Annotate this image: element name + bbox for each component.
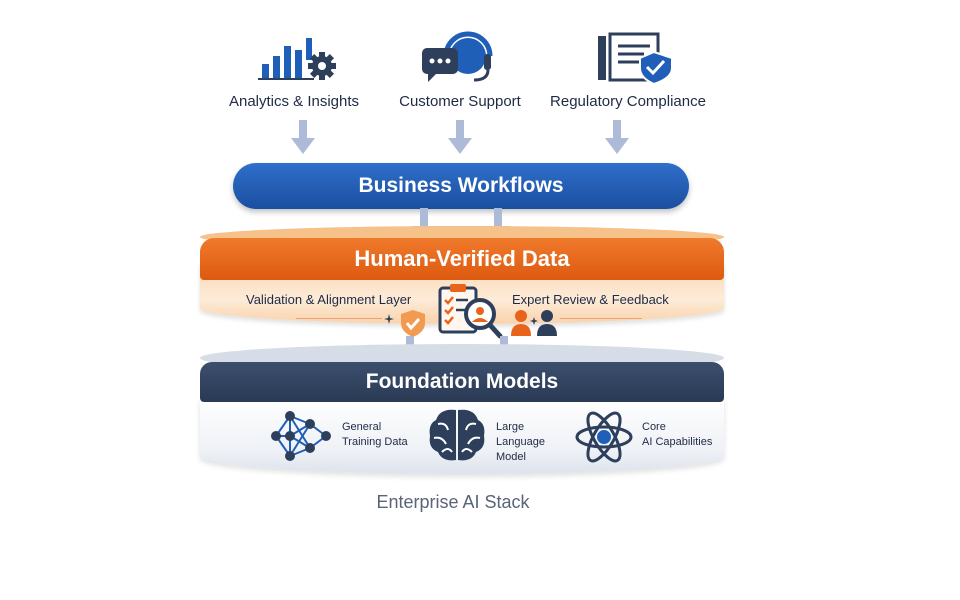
source-label-analytics: Analytics & Insights [228,93,360,110]
human-verified-band: Human-Verified Data [200,238,724,280]
validation-alignment-label: Validation & Alignment Layer [246,292,412,307]
down-arrow-icon [448,120,472,154]
foundation-band: Foundation Models [200,362,724,402]
business-workflows-bar: Business Workflows [233,163,689,209]
down-arrow-icon [291,120,315,154]
divider-right [560,318,642,319]
headset-chat-icon [422,31,493,82]
core-ai-capabilities-label: Core AI Capabilities [642,421,713,448]
enterprise-ai-stack-caption: Enterprise AI Stack [376,492,530,512]
general-training-data-label: General Training Data [342,421,408,448]
document-shield-icon [598,32,673,84]
source-label-compliance: Regulatory Compliance [550,93,706,110]
checklist-magnifier-icon [438,284,503,339]
business-workflows-title: Business Workflows [358,174,564,197]
shield-check-icon [401,310,425,337]
brain-icon [429,409,485,461]
sparkle-icon [384,314,394,324]
atom-icon [575,411,633,463]
large-language-model-label: Large Language Model [496,421,545,463]
human-verified-title: Human-Verified Data [354,246,570,271]
neural-network-icon [271,411,331,461]
expert-review-label: Expert Review & Feedback [512,292,669,307]
source-label-support: Customer Support [399,93,521,110]
down-arrow-icon [605,120,629,154]
analytics-chart-gear-icon [258,38,336,80]
foundation-title: Foundation Models [365,370,559,393]
reviewers-icon [511,310,557,336]
divider-left [296,318,382,319]
